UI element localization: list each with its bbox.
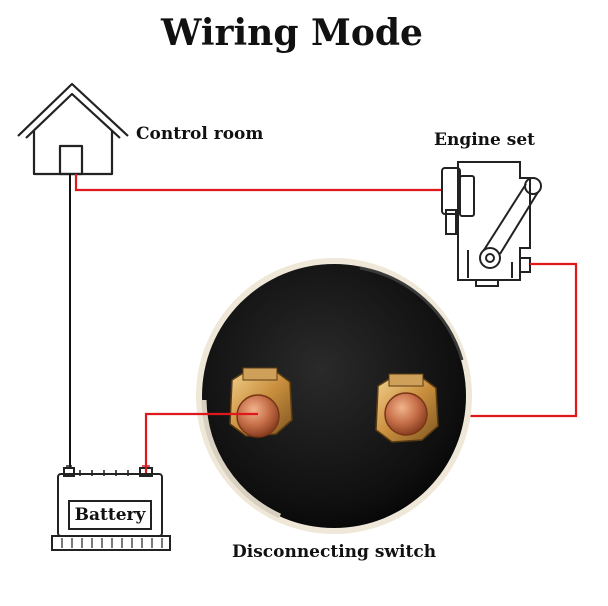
- house-icon: [17, 82, 129, 176]
- engine-wire: [424, 262, 578, 418]
- battery-wire: [144, 412, 258, 476]
- disconnecting-switch-label: Disconnecting switch: [232, 542, 437, 562]
- engine-icon: [441, 161, 542, 287]
- left-terminal: [229, 367, 293, 438]
- diagram-title: Wiring Mode: [161, 12, 423, 54]
- switch-icon: [196, 258, 472, 534]
- control-wire: [74, 174, 442, 192]
- control-room-label: Control room: [136, 124, 264, 144]
- battery-icon: [51, 462, 171, 551]
- engine-set-label: Engine set: [434, 130, 535, 150]
- battery-label: Battery: [68, 500, 152, 530]
- right-terminal: [375, 373, 439, 443]
